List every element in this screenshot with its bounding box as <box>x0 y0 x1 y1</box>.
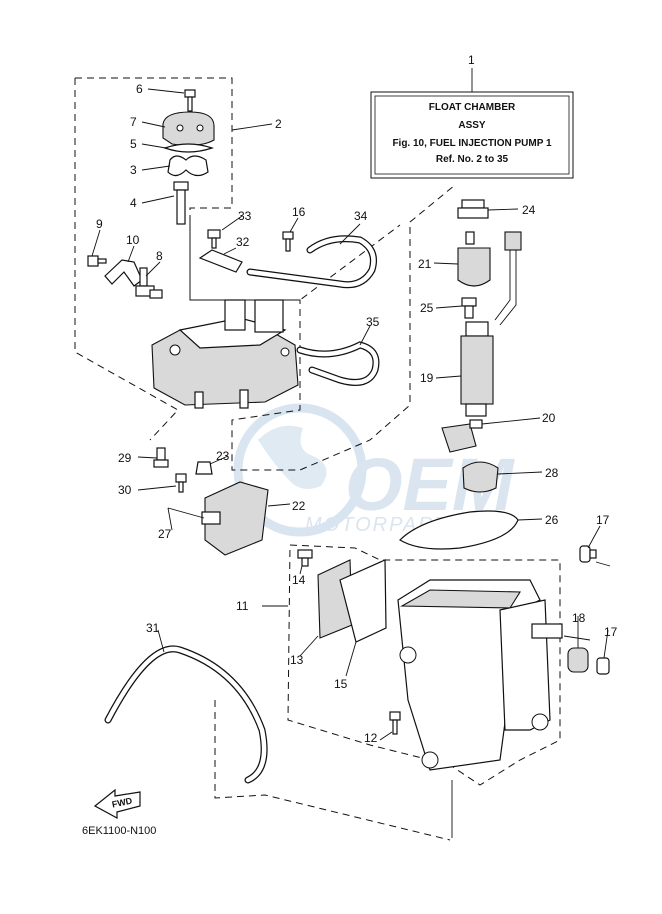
callout-10: 10 <box>126 233 140 247</box>
callout-17-upper: 17 <box>596 513 610 527</box>
leader-lines <box>91 88 611 838</box>
title-line-3: Fig. 10, FUEL INJECTION PUMP 1 <box>392 138 552 149</box>
callout-34: 34 <box>354 209 368 223</box>
diagram-code: 6EK1100-N100 <box>82 825 156 837</box>
part-connector-wires <box>494 231 522 326</box>
callout-4: 4 <box>130 196 137 210</box>
part-bolt-29 <box>153 447 169 468</box>
callout-5: 5 <box>130 137 137 151</box>
callout-32: 32 <box>236 235 250 249</box>
part-screw-12 <box>389 711 401 735</box>
part-screw-6 <box>184 89 196 112</box>
part-hose-35 <box>296 341 380 386</box>
title-line-1: FLOAT CHAMBER <box>429 102 516 113</box>
callout-19: 19 <box>420 371 434 385</box>
part-screw-33 <box>207 229 221 249</box>
title-line-4: Ref. No. 2 to 35 <box>436 154 509 165</box>
part-bolt-14 <box>297 549 313 567</box>
title-line-2: ASSY <box>458 120 486 131</box>
callout-29: 29 <box>118 451 132 465</box>
part-float-arm-10 <box>104 259 143 287</box>
part-cap-24 <box>457 199 489 219</box>
callout-6: 6 <box>136 82 143 96</box>
part-clamp-3 <box>167 155 209 177</box>
part-fitting-8 <box>135 267 163 299</box>
callout-16: 16 <box>292 205 306 219</box>
callout-18: 18 <box>572 611 586 625</box>
part-hose-31 <box>104 645 268 784</box>
part-fuel-pump-19 <box>460 321 494 417</box>
callout-20: 20 <box>542 411 556 425</box>
part-needle-valve-4 <box>173 181 189 225</box>
part-cover-plate-7 <box>162 111 215 146</box>
part-float-chamber-body <box>151 299 299 409</box>
callout-7: 7 <box>130 115 137 129</box>
part-plug-23 <box>195 461 213 475</box>
callout-30: 30 <box>118 483 132 497</box>
callout-25: 25 <box>420 301 434 315</box>
part-cap-17-upper <box>579 545 597 563</box>
part-cover-22 <box>201 481 269 556</box>
callout-22: 22 <box>292 499 306 513</box>
callout-21: 21 <box>418 257 432 271</box>
callout-24: 24 <box>522 203 536 217</box>
callout-33: 33 <box>238 209 252 223</box>
callout-14: 14 <box>292 573 306 587</box>
part-vapor-separator-tank <box>397 579 563 771</box>
group-outline-top-left <box>75 77 456 471</box>
part-gasket-5 <box>163 143 214 153</box>
callout-13: 13 <box>290 653 304 667</box>
part-screw-16 <box>282 231 294 252</box>
title-box: 1 FLOAT CHAMBER ASSY Fig. 10, FUEL INJEC… <box>370 53 574 179</box>
callout-26: 26 <box>545 513 559 527</box>
part-fitting-25 <box>461 297 477 319</box>
callout-17-lower: 17 <box>604 625 618 639</box>
group-outline-hose <box>214 700 451 841</box>
fwd-label: FWD <box>111 795 134 809</box>
part-filter-21 <box>457 231 491 287</box>
part-gasket-15 <box>339 559 387 643</box>
callout-11: 11 <box>236 599 249 613</box>
callout-2: 2 <box>275 117 282 131</box>
callout-27: 27 <box>158 527 172 541</box>
callout-9: 9 <box>96 217 103 231</box>
part-bolt-30 <box>175 473 187 493</box>
callout-23: 23 <box>216 449 230 463</box>
part-holder-28 <box>462 461 499 493</box>
title-ref-number: 1 <box>468 53 475 67</box>
part-wire-27 <box>167 507 205 519</box>
part-hose-34 <box>246 235 377 289</box>
part-screw-9 <box>87 255 107 267</box>
callout-12: 12 <box>364 731 378 745</box>
callout-35: 35 <box>366 315 380 329</box>
callout-labels: 2 3 4 5 6 7 8 9 10 11 12 13 14 15 16 17 … <box>96 82 618 745</box>
callout-3: 3 <box>130 163 137 177</box>
fwd-arrow-icon: FWD <box>93 788 141 820</box>
callout-31: 31 <box>146 621 160 635</box>
callout-8: 8 <box>156 249 163 263</box>
part-grommet-18 <box>567 647 589 673</box>
part-bracket-32 <box>198 249 243 273</box>
callout-28: 28 <box>545 466 559 480</box>
part-cap-17-lower <box>596 657 610 675</box>
group-outline-left <box>74 78 179 441</box>
group-outline-lower <box>287 544 561 786</box>
callout-15: 15 <box>334 677 348 691</box>
